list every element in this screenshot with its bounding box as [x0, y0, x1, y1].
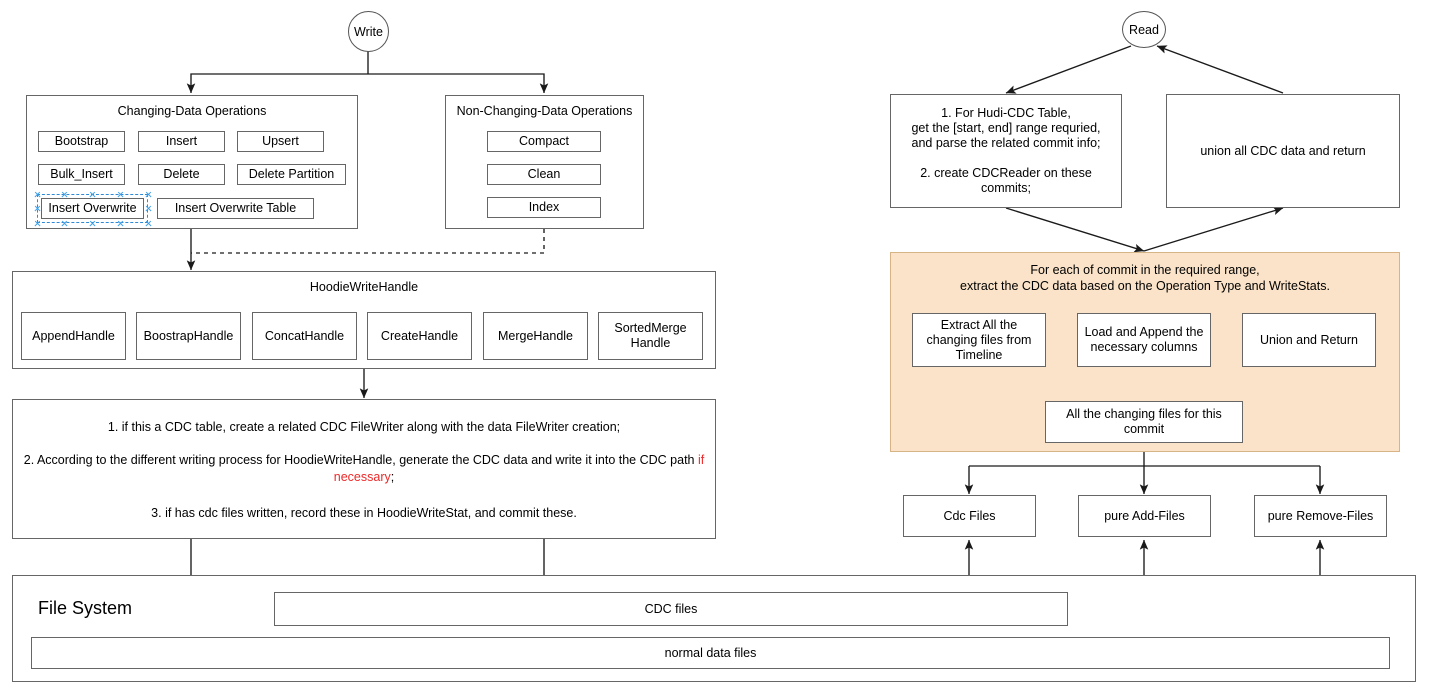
op-index-label: Index [528, 200, 560, 214]
union-and-return-box[interactable]: Union and Return [1242, 313, 1376, 367]
cdc-write-step-2-suffix: ; [390, 470, 395, 484]
file-system-label: File System [38, 598, 133, 618]
pure-remove-files-box[interactable]: pure Remove-Files [1254, 495, 1387, 537]
op-index[interactable]: Index [487, 197, 601, 218]
union-all-cdc-box[interactable]: union all CDC data and return [1166, 94, 1400, 208]
op-delete[interactable]: Delete [138, 164, 225, 185]
op-upsert[interactable]: Upsert [237, 131, 324, 152]
cdc-write-step-2-highlight: if necessary [333, 453, 705, 484]
read-step-box-label: 1. For Hudi-CDC Table, get the [start, e… [911, 106, 1101, 195]
op-delete-partition[interactable]: Delete Partition [237, 164, 346, 185]
normal-data-files-store[interactable]: normal data files [31, 637, 1390, 669]
handle-sorted-merge-label: SortedMerge Handle [614, 321, 687, 350]
op-bootstrap-label: Bootstrap [54, 134, 109, 148]
op-insert-overwrite[interactable]: Insert Overwrite [41, 198, 144, 219]
write-start-node[interactable]: Write [348, 11, 389, 52]
handle-boostrap-label: BoostrapHandle [143, 328, 234, 343]
changing-data-operations-title: Changing-Data Operations [117, 104, 267, 118]
cdc-files-store-label: CDC files [644, 601, 698, 616]
handle-merge[interactable]: MergeHandle [483, 312, 588, 360]
op-insert-overwrite-table-label: Insert Overwrite Table [174, 201, 297, 215]
handle-create[interactable]: CreateHandle [367, 312, 472, 360]
pure-add-files-box[interactable]: pure Add-Files [1078, 495, 1211, 537]
op-compact-label: Compact [518, 134, 570, 148]
cdc-write-step-1: 1. if this a CDC table, create a related… [107, 420, 621, 434]
op-insert-overwrite-table[interactable]: Insert Overwrite Table [157, 198, 314, 219]
handle-append[interactable]: AppendHandle [21, 312, 126, 360]
op-bulk-insert[interactable]: Bulk_Insert [38, 164, 125, 185]
cdc-write-steps-box[interactable] [12, 399, 716, 539]
cdc-write-step-3: 3. if has cdc files written, record thes… [151, 506, 577, 520]
read-step-box[interactable]: 1. For Hudi-CDC Table, get the [start, e… [890, 94, 1122, 208]
op-clean[interactable]: Clean [487, 164, 601, 185]
hoodie-write-handle-title: HoodieWriteHandle [309, 280, 419, 294]
cdc-write-step-2: 2. According to the different writing pr… [22, 452, 706, 486]
cdc-files-box[interactable]: Cdc Files [903, 495, 1036, 537]
extract-changing-files-box[interactable]: Extract All the changing files from Time… [912, 313, 1046, 367]
write-start-label: Write [354, 24, 383, 39]
all-changing-files-commit-box[interactable]: All the changing files for this commit [1045, 401, 1243, 443]
extract-changing-files-label: Extract All the changing files from Time… [926, 317, 1032, 362]
load-append-columns-box[interactable]: Load and Append the necessary columns [1077, 313, 1211, 367]
union-and-return-label: Union and Return [1260, 332, 1358, 347]
handle-concat-label: ConcatHandle [264, 328, 345, 343]
handle-merge-label: MergeHandle [497, 328, 574, 343]
normal-data-files-store-label: normal data files [664, 645, 757, 660]
handle-concat[interactable]: ConcatHandle [252, 312, 357, 360]
read-start-label: Read [1129, 22, 1159, 37]
op-compact[interactable]: Compact [487, 131, 601, 152]
op-insert-label: Insert [165, 134, 198, 148]
pure-add-files-box-label: pure Add-Files [1104, 508, 1185, 523]
load-append-columns-label: Load and Append the necessary columns [1084, 325, 1204, 354]
non-changing-data-operations-title: Non-Changing-Data Operations [456, 104, 633, 118]
cdc-files-box-label: Cdc Files [943, 508, 996, 523]
op-insert-overwrite-label: Insert Overwrite [48, 201, 137, 215]
op-delete-label: Delete [163, 167, 200, 181]
per-commit-extract-panel-title: For each of commit in the required range… [960, 263, 1330, 293]
handle-create-label: CreateHandle [380, 328, 459, 343]
cdc-files-store[interactable]: CDC files [274, 592, 1068, 626]
op-clean-label: Clean [527, 167, 561, 181]
union-all-cdc-label: union all CDC data and return [1200, 143, 1366, 158]
all-changing-files-commit-label: All the changing files for this commit [1066, 407, 1222, 436]
cdc-write-step-2-prefix: 2. According to the different writing pr… [23, 453, 698, 467]
read-start-node[interactable]: Read [1122, 11, 1166, 48]
op-upsert-label: Upsert [262, 134, 299, 148]
op-delete-partition-label: Delete Partition [248, 167, 335, 181]
op-bulk-insert-label: Bulk_Insert [50, 167, 113, 181]
pure-remove-files-box-label: pure Remove-Files [1267, 508, 1374, 523]
op-bootstrap[interactable]: Bootstrap [38, 131, 125, 152]
handle-boostrap[interactable]: BoostrapHandle [136, 312, 241, 360]
handle-sorted-merge[interactable]: SortedMerge Handle [598, 312, 703, 360]
handle-append-label: AppendHandle [32, 328, 115, 343]
op-insert[interactable]: Insert [138, 131, 225, 152]
